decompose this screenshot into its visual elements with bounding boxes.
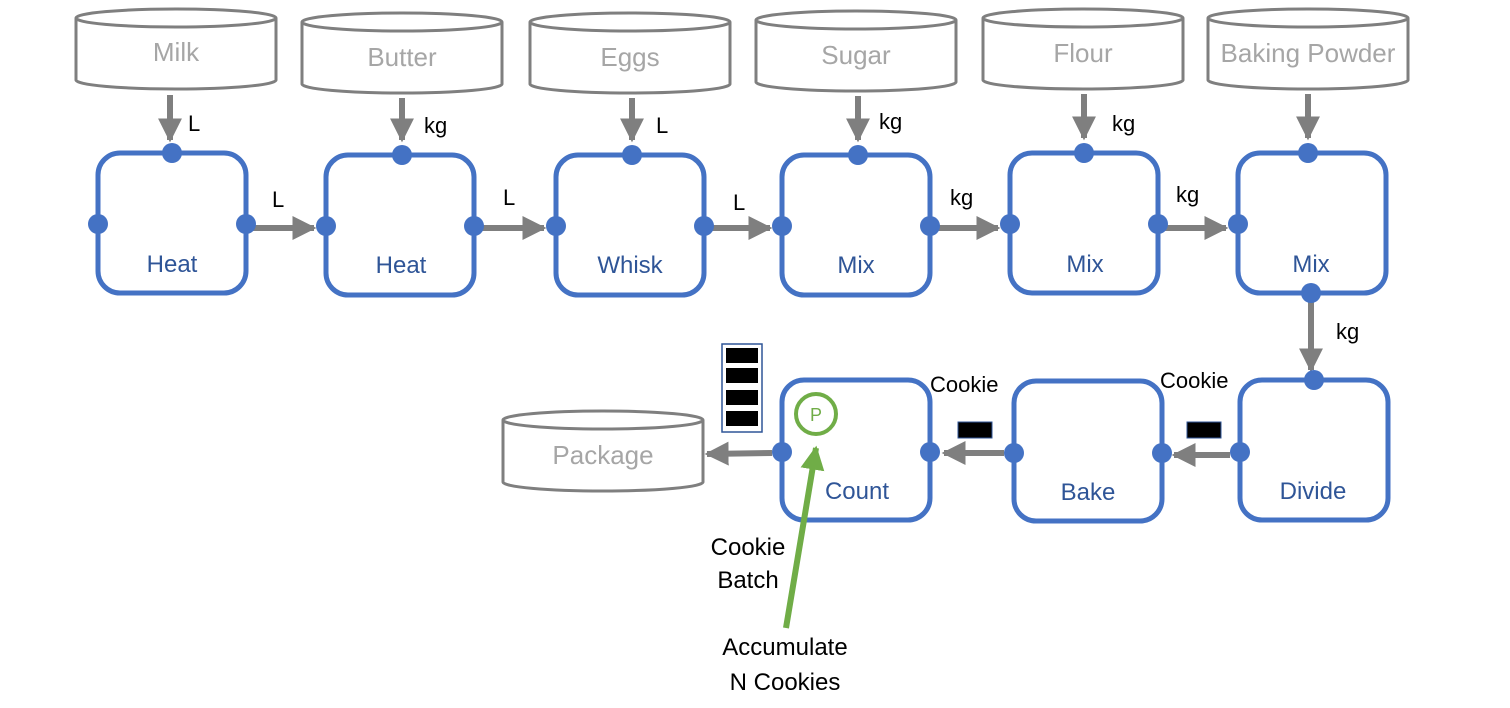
store-flour: Flour (981, 7, 1185, 91)
parameter-label-line1: Accumulate (722, 634, 847, 661)
unit-heat1-heat2: L (272, 187, 284, 212)
parameter-label-line2: N Cookies (730, 669, 841, 696)
store-baking-powder: Baking Powder (1206, 7, 1410, 91)
unit-sugar-in: kg (879, 109, 902, 134)
port (546, 216, 566, 236)
port (88, 214, 108, 234)
process-label-whisk: Whisk (597, 252, 663, 279)
parameter-symbol: P (810, 405, 822, 425)
process-bake: Bake (1011, 378, 1165, 524)
port (1301, 283, 1321, 303)
unit-mix2-mix3: kg (1176, 182, 1199, 207)
process-label-heat-1: Heat (147, 251, 198, 278)
ports (88, 143, 1324, 463)
process-mix-3: Mix (1235, 150, 1389, 296)
port (392, 145, 412, 165)
port (622, 145, 642, 165)
port (316, 216, 336, 236)
port (920, 216, 940, 236)
parameter-arrow (783, 445, 825, 629)
unit-mix1-mix2: kg (950, 185, 973, 210)
flow-unit-labels: L kg L kg kg L L L kg kg kg Cookie Cooki… (188, 109, 1359, 594)
unit-count-out-line2: Batch (717, 567, 778, 594)
token-divide-bake (1186, 421, 1222, 439)
process-mix-2: Mix (1007, 150, 1161, 296)
store-package: Package (501, 409, 705, 493)
token-stack (721, 343, 763, 433)
process-label-mix-3: Mix (1292, 251, 1329, 278)
store-label-sugar: Sugar (821, 40, 891, 70)
unit-mix3-divide: kg (1336, 319, 1359, 344)
process-label-divide: Divide (1280, 478, 1347, 505)
store-eggs: Eggs (528, 11, 732, 95)
flow-arrows (248, 216, 1323, 467)
process-heat-1: Heat (95, 150, 249, 296)
port (772, 216, 792, 236)
unit-bake-count: Cookie (930, 372, 998, 397)
port (162, 143, 182, 163)
port (236, 214, 256, 234)
process-mix-1: Mix (779, 152, 933, 298)
unit-butter-in: kg (424, 113, 447, 138)
process-label-heat-2: Heat (376, 252, 427, 279)
port (1298, 143, 1318, 163)
unit-whisk-mix1: L (733, 190, 745, 215)
unit-milk-in: L (188, 111, 200, 136)
port (848, 145, 868, 165)
store-label-baking-powder: Baking Powder (1221, 38, 1396, 68)
store-sugar: Sugar (754, 9, 958, 93)
port (1304, 370, 1324, 390)
parameter-p: P (794, 392, 838, 436)
process-heat-2: Heat (323, 152, 477, 298)
store-label-butter: Butter (367, 42, 437, 72)
process-label-bake: Bake (1061, 479, 1116, 506)
port (1148, 214, 1168, 234)
unit-eggs-in: L (656, 113, 668, 138)
store-butter: Butter (300, 11, 504, 95)
input-arrows (158, 94, 1320, 143)
port (920, 442, 940, 462)
store-label-milk: Milk (153, 37, 200, 67)
port (1230, 442, 1250, 462)
process-divide: Divide (1237, 377, 1391, 523)
store-label-flour: Flour (1053, 38, 1113, 68)
port (464, 216, 484, 236)
process-whisk: Whisk (553, 152, 707, 298)
process-label-count: Count (825, 478, 889, 505)
port (1004, 443, 1024, 463)
port (1074, 143, 1094, 163)
port (1152, 443, 1172, 463)
port (1228, 214, 1248, 234)
store-label-package: Package (552, 440, 653, 470)
unit-heat2-whisk: L (503, 185, 515, 210)
token-bake-count (957, 421, 993, 439)
unit-divide-bake: Cookie (1160, 368, 1228, 393)
process-label-mix-2: Mix (1066, 251, 1103, 278)
port (694, 216, 714, 236)
arrow-count-package (704, 441, 773, 466)
unit-count-out-line1: Cookie (711, 534, 786, 561)
port (1000, 214, 1020, 234)
store-milk: Milk (74, 7, 278, 91)
unit-flour-in: kg (1112, 111, 1135, 136)
store-label-eggs: Eggs (600, 42, 659, 72)
process-label-mix-1: Mix (837, 252, 874, 279)
port (772, 442, 792, 462)
